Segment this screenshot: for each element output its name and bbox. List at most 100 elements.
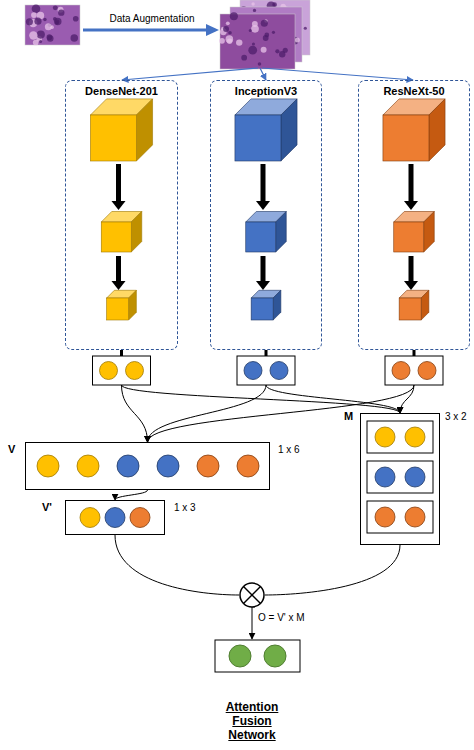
multiply-cross	[244, 587, 261, 604]
cell-nucleus	[58, 10, 64, 16]
cube-side	[424, 212, 435, 253]
branch-arrow	[262, 68, 413, 80]
connector	[122, 385, 148, 442]
cube-side	[136, 99, 152, 161]
cube-side	[421, 290, 429, 320]
feature-circle	[100, 362, 118, 380]
cube-front	[383, 115, 429, 161]
cell-nucleus	[223, 26, 229, 32]
output-arrow	[252, 607, 253, 639]
histology-image	[220, 14, 295, 69]
flow-arrow	[116, 164, 121, 203]
feature-circle	[405, 427, 425, 447]
cell-nucleus	[261, 20, 268, 27]
cell-nucleus	[230, 12, 238, 20]
flow-arrow	[120, 350, 123, 356]
arrow-head	[256, 201, 270, 210]
cell-nucleus	[241, 55, 247, 61]
multiply-symbol	[240, 583, 264, 607]
cell-nucleus	[272, 31, 275, 34]
feature-vector	[385, 356, 443, 385]
cell-nucleus	[252, 42, 255, 45]
cube-front	[107, 298, 129, 320]
cube-front	[101, 222, 131, 252]
cell-nucleus	[73, 16, 79, 22]
arrow-head	[256, 281, 270, 290]
connector	[266, 385, 400, 413]
feature-circle	[270, 362, 288, 380]
cell-nucleus	[236, 39, 242, 45]
cell-nucleus	[71, 34, 78, 41]
branch-arrow	[122, 68, 258, 80]
connector	[400, 385, 414, 413]
cube-side	[131, 212, 142, 253]
cell-nucleus	[29, 31, 37, 39]
formula-label: O = V' x M	[258, 612, 338, 624]
arrow-head	[404, 201, 418, 210]
cell-nucleus	[304, 27, 307, 30]
cell-nucleus	[34, 18, 41, 25]
flow-arrow	[265, 350, 268, 356]
arrow-head	[112, 201, 126, 210]
connector	[148, 385, 415, 442]
cell-nucleus	[263, 35, 269, 41]
flow-arrow	[261, 164, 266, 203]
fusion-line	[115, 535, 239, 595]
cell-nucleus	[295, 38, 300, 43]
arrow-head	[112, 281, 126, 290]
flow-arrow	[261, 256, 266, 283]
dimension-label: 3 x 2	[445, 410, 467, 423]
cube-front	[251, 298, 273, 320]
connector	[148, 385, 267, 442]
network-block: InceptionV3	[210, 80, 322, 385]
step-label: Data Augmentation	[92, 13, 212, 25]
feature-circle	[126, 362, 144, 380]
cube-side	[429, 99, 445, 161]
matrix-box: M3 x 2	[360, 413, 440, 545]
cell-nucleus	[53, 5, 58, 10]
feature-circle	[130, 508, 150, 528]
cube-front	[399, 298, 421, 320]
augmentation-arrow	[83, 29, 208, 32]
flow-arrow	[116, 256, 121, 283]
feature-circle	[77, 455, 99, 477]
cell-nucleus	[226, 35, 234, 43]
cell-nucleus	[248, 46, 257, 55]
feature-circle	[105, 508, 125, 528]
cell-nucleus	[258, 62, 262, 66]
dimension-label: 1 x 3	[174, 501, 196, 514]
node-title: InceptionV3	[210, 85, 322, 98]
feature-circle	[392, 362, 410, 380]
cube-front	[246, 222, 276, 252]
node-title: V	[8, 443, 15, 456]
cell-nucleus	[45, 23, 52, 30]
cell-nucleus	[43, 18, 46, 21]
node-title: M	[344, 410, 353, 423]
network-outline	[210, 80, 322, 350]
caption: Attention Fusion Network	[213, 700, 291, 742]
cube-front	[90, 115, 136, 161]
feature-circle	[237, 455, 259, 477]
cell-nucleus	[249, 29, 252, 32]
cell-nucleus	[55, 21, 59, 25]
feature-circle	[117, 455, 139, 477]
arrow-head	[404, 281, 418, 290]
cell-nucleus	[275, 49, 279, 53]
cell-nucleus	[39, 40, 42, 43]
feature-circle	[197, 455, 219, 477]
multiply-cross	[244, 587, 261, 604]
histology-image	[25, 5, 80, 45]
feature-circle	[80, 508, 100, 528]
cell-nucleus	[283, 48, 288, 53]
network-outline	[65, 80, 178, 350]
fusion-line	[265, 545, 400, 595]
feature-circle	[244, 362, 262, 380]
matrix-row	[367, 501, 433, 533]
output-circle	[229, 645, 251, 667]
matrix-row	[367, 461, 433, 493]
network-block: DenseNet-201	[65, 80, 178, 385]
matrix-row	[367, 421, 433, 453]
cube-side	[129, 290, 137, 320]
cell-nucleus	[251, 25, 259, 33]
cell-nucleus	[31, 12, 37, 18]
